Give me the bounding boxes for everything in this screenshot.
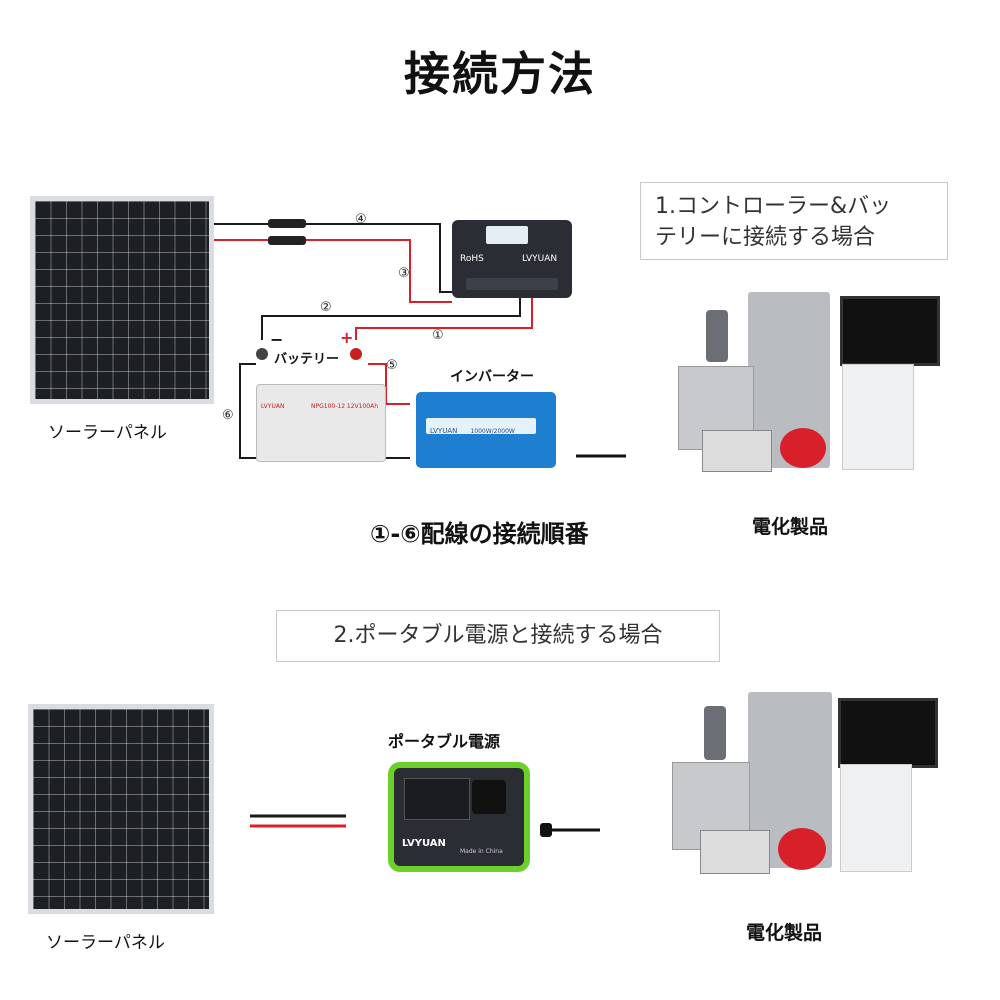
blender xyxy=(706,310,728,362)
controller-lcd xyxy=(486,226,528,244)
blender xyxy=(704,706,726,760)
section-controller-battery: ソーラーパネル ④ ③ ② ① ⑤ ⑥ RoHS LVYUAN − + xyxy=(0,170,1000,570)
power-station-brand: LVYUAN xyxy=(402,838,446,849)
wire-number-2: ② xyxy=(320,300,332,315)
washing-machine xyxy=(840,764,912,872)
wire-number-3: ③ xyxy=(398,266,410,281)
portable-power-station: LVYUAN Made in China xyxy=(388,762,530,872)
section2-heading: 2.ポータブル電源と接続する場合 xyxy=(276,610,720,662)
battery-minus-sign: − xyxy=(270,330,284,349)
battery-brand: LVYUAN xyxy=(261,403,285,410)
wiring-order-label: ①-⑥配線の接続順番 xyxy=(370,520,589,548)
section1-appliances-label: 電化製品 xyxy=(752,516,829,538)
wire-number-4: ④ xyxy=(355,212,367,227)
appliances-image xyxy=(666,690,938,890)
solar-panel xyxy=(28,704,214,914)
inverter: LVYUAN 1000W/2000W xyxy=(416,392,556,468)
section-portable-power: ソーラーパネル ポータブル電源 LVYUAN Made in China 電化製… xyxy=(0,690,1000,1000)
microwave xyxy=(702,430,772,472)
tv-icon xyxy=(840,296,940,366)
battery-model: NPG100-12 12V100Ah xyxy=(311,403,379,410)
tv-icon xyxy=(838,698,938,768)
power-station-made-in: Made in China xyxy=(460,848,503,855)
power-station-display xyxy=(404,778,470,820)
section1-heading-line2: テリーに接続する場合 xyxy=(655,225,876,250)
inverter-panel: LVYUAN 1000W/2000W xyxy=(426,418,536,435)
wire-number-5: ⑤ xyxy=(386,358,398,373)
washing-machine xyxy=(842,364,914,470)
battery-label: バッテリー xyxy=(274,352,340,367)
vacuum-cleaner xyxy=(778,828,826,870)
solar-panel-label-2: ソーラーパネル xyxy=(46,933,165,953)
wire-number-1: ① xyxy=(432,328,444,343)
section1-heading: 1.コントローラー&バッ テリーに接続する場合 xyxy=(640,182,948,260)
microwave xyxy=(700,830,770,874)
inverter-model: 1000W/2000W xyxy=(470,428,515,435)
controller-mark: RoHS xyxy=(460,254,484,264)
inverter-brand: LVYUAN xyxy=(430,427,458,435)
section1-heading-line1: 1.コントローラー&バッ xyxy=(655,194,892,219)
portable-power-label: ポータブル電源 xyxy=(388,732,501,751)
section2-appliances-label: 電化製品 xyxy=(746,922,823,944)
inverter-label: インバーター xyxy=(450,369,534,385)
controller-terminals xyxy=(466,278,558,290)
controller-brand: LVYUAN xyxy=(522,254,558,264)
portable-wiring xyxy=(250,814,600,837)
charge-controller: RoHS LVYUAN xyxy=(452,220,572,298)
battery: LVYUAN NPG100-12 12V100Ah xyxy=(256,384,386,462)
wire-number-6: ⑥ xyxy=(222,408,234,423)
solar-panel-label: ソーラーパネル xyxy=(48,423,167,443)
power-station-outlets xyxy=(472,780,506,814)
appliances-image xyxy=(672,288,940,488)
vacuum-cleaner xyxy=(780,428,826,468)
battery-plus-sign: + xyxy=(340,328,354,347)
solar-panel xyxy=(30,196,214,404)
page-title: 接続方法 xyxy=(404,47,596,101)
